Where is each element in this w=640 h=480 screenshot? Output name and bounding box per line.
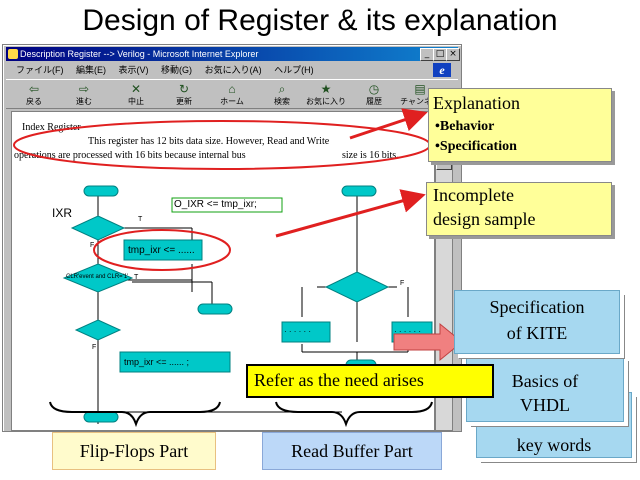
flipflops-label: Flip-Flops Part: [79, 441, 189, 461]
explanation-title: Explanation: [433, 93, 520, 113]
browser-window: Description Register --> Verilog - Micro…: [2, 44, 462, 432]
flipflops-part-label: Flip-Flops Part: [52, 432, 216, 470]
menu-go[interactable]: 移動(G): [161, 65, 193, 75]
maximize-button[interactable]: □: [433, 48, 447, 61]
favorites-icon: ★: [320, 82, 332, 96]
spec-kite-document: Specification of KITE: [454, 290, 620, 354]
stop-button[interactable]: ✕中止: [116, 82, 156, 107]
spec-label-line-2: of KITE: [506, 323, 568, 343]
vhdl-label-line-2: VHDL: [520, 395, 570, 415]
section-heading: Index Register: [22, 122, 81, 133]
toolbar: ⇦戻る ⇨進む ✕中止 ↻更新 ⌂ホーム ⌕検索 ★お気に入り ◷履歴 ▤チャン…: [6, 79, 458, 109]
description-line-2: operations are processed with 16 bits be…: [14, 150, 246, 161]
false-label-1: F: [90, 242, 95, 249]
explanation-callout: Explanation •Behavior •Specification: [428, 88, 612, 162]
menu-file[interactable]: ファイル(F): [16, 65, 64, 75]
history-icon: ◷: [368, 82, 380, 96]
channels-label: チャンネル: [400, 97, 440, 106]
window-titlebar[interactable]: Description Register --> Verilog - Micro…: [6, 47, 460, 61]
spec-label-line-1: Specification: [489, 297, 585, 317]
refer-label: Refer as the need arises: [254, 370, 424, 390]
history-button[interactable]: ◷履歴: [354, 82, 394, 107]
back-arrow-icon: ⇦: [28, 82, 40, 96]
menu-help[interactable]: ヘルプ(H): [274, 65, 314, 75]
menu-edit[interactable]: 編集(E): [76, 65, 107, 75]
refresh-label: 更新: [176, 97, 192, 106]
ie-logo-icon: e: [433, 63, 451, 77]
description-line-1: This register has 12 bits data size. How…: [88, 136, 330, 147]
search-button[interactable]: ⌕検索: [262, 82, 302, 107]
home-icon: ⌂: [228, 82, 236, 96]
back-button[interactable]: ⇦戻る: [14, 82, 54, 107]
dots-left-label: · · · · · ·: [284, 327, 312, 336]
search-icon: ⌕: [278, 82, 286, 96]
output-assign-label: O_IXR <= tmp_ixr;: [174, 199, 257, 210]
incomplete-line-2: design sample: [433, 209, 536, 229]
forward-button[interactable]: ⇨進む: [64, 82, 104, 107]
refresh-button[interactable]: ↻更新: [164, 82, 204, 107]
ie-window-icon: [8, 49, 18, 59]
true-label-1: T: [138, 216, 143, 223]
false-label-2: F: [400, 280, 405, 287]
flowchart: [13, 120, 433, 428]
refresh-icon: ↻: [178, 82, 190, 96]
explanation-item-specification: •Specification: [435, 139, 517, 154]
incomplete-line-1: Incomplete: [433, 185, 514, 205]
description-line-3: size is 16 bits.: [342, 150, 399, 161]
channels-button[interactable]: ▤チャンネル: [400, 82, 440, 107]
readbuffer-part-label: Read Buffer Part: [262, 432, 442, 470]
register-name-label: IXR: [52, 206, 73, 220]
incomplete-sample-callout: Incomplete design sample: [426, 182, 612, 236]
dots-right-label: · · · · · ·: [394, 327, 422, 336]
favorites-button[interactable]: ★お気に入り: [306, 82, 346, 107]
stop-label: 中止: [128, 97, 144, 106]
menu-view[interactable]: 表示(V): [118, 65, 149, 75]
readbuffer-label: Read Buffer Part: [291, 441, 413, 461]
condition-label: CLR'event and CLR='1': [66, 274, 129, 280]
false-label-3: F: [92, 344, 97, 351]
close-button[interactable]: ×: [446, 48, 460, 61]
forward-arrow-icon: ⇨: [78, 82, 90, 96]
history-label: 履歴: [366, 97, 382, 106]
slide-title: Design of Register & its explanation: [82, 4, 558, 37]
tmp-assign-mid-label: tmp_ixr <= ......: [128, 245, 195, 256]
favorites-label: お気に入り: [306, 97, 346, 106]
menu-bar: ファイル(F) 編集(E) 表示(V) 移動(G) お気に入り(A) ヘルプ(H…: [6, 62, 458, 78]
channels-icon: ▤: [414, 82, 426, 96]
home-label: ホーム: [220, 97, 244, 106]
tmp-assign-bottom-label: tmp_ixr <= ...... ;: [124, 357, 190, 367]
stop-icon: ✕: [130, 82, 142, 96]
refer-callout: Refer as the need arises: [246, 364, 494, 398]
vhdl-label-line-1: Basics of: [511, 371, 579, 391]
back-label: 戻る: [26, 97, 42, 106]
forward-label: 進む: [76, 97, 92, 106]
true-label-2: T: [134, 274, 139, 281]
menu-favorites[interactable]: お気に入り(A): [204, 65, 262, 75]
search-label: 検索: [274, 97, 290, 106]
window-title: Description Register --> Verilog - Micro…: [20, 49, 259, 59]
explanation-item-behavior: •Behavior: [435, 119, 495, 134]
home-button[interactable]: ⌂ホーム: [212, 82, 252, 107]
keywords-label: key words: [516, 435, 592, 455]
